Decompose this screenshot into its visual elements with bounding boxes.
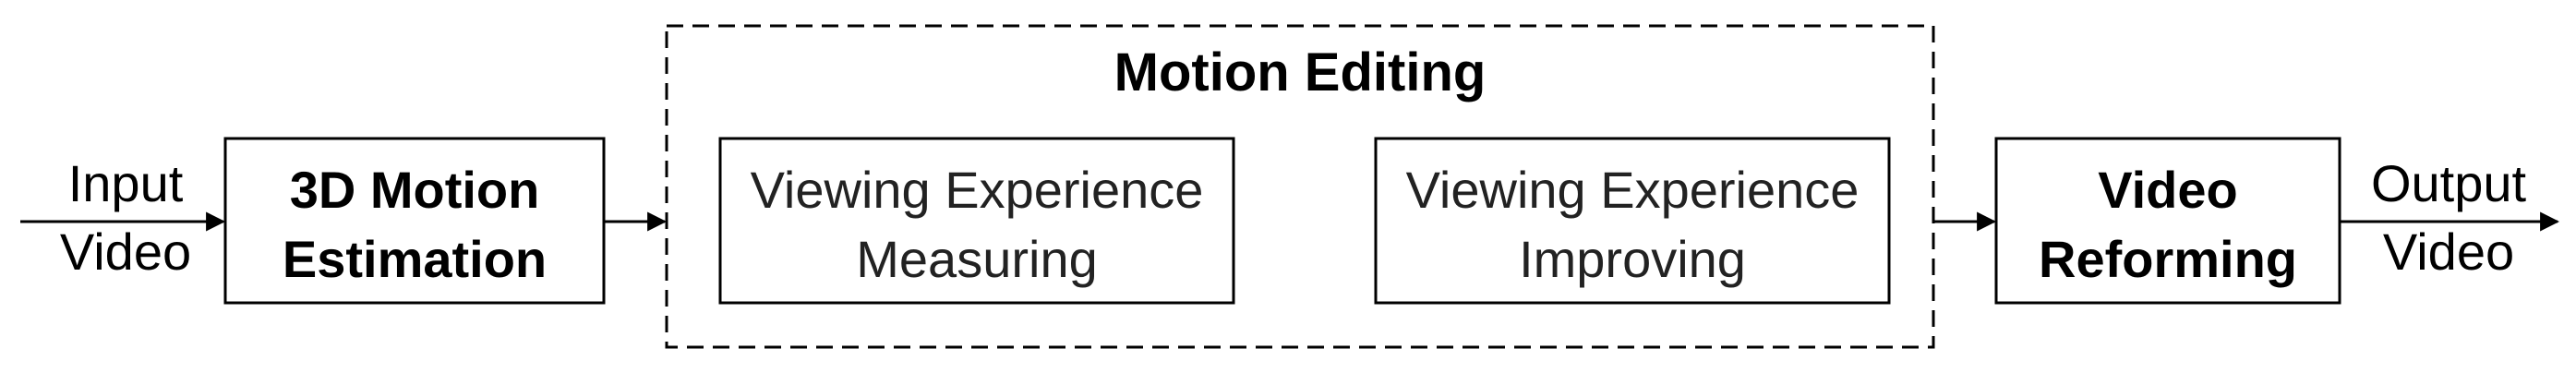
video-reforming-line2: Reforming xyxy=(2039,230,2297,288)
video-reforming-box xyxy=(1994,137,2341,305)
motion-editing-group xyxy=(665,24,1935,349)
measuring-line2: Measuring xyxy=(856,230,1097,288)
measuring-box xyxy=(718,137,1235,305)
video-reforming-line1: Video xyxy=(2098,161,2237,219)
motion-estimation-box xyxy=(223,137,606,305)
output-label-line2: Video xyxy=(2383,223,2514,281)
input-label-line2: Video xyxy=(60,223,191,281)
improving-box xyxy=(1374,137,1891,305)
input-label-line1: Input xyxy=(68,154,184,212)
motion-editing-title: Motion Editing xyxy=(1114,42,1487,102)
motion-estimation-line2: Estimation xyxy=(283,230,547,288)
measuring-line1: Viewing Experience xyxy=(751,161,1204,219)
motion-estimation-line1: 3D Motion xyxy=(290,161,540,219)
improving-line2: Improving xyxy=(1519,230,1746,288)
output-label-line1: Output xyxy=(2371,154,2527,212)
improving-line1: Viewing Experience xyxy=(1406,161,1860,219)
